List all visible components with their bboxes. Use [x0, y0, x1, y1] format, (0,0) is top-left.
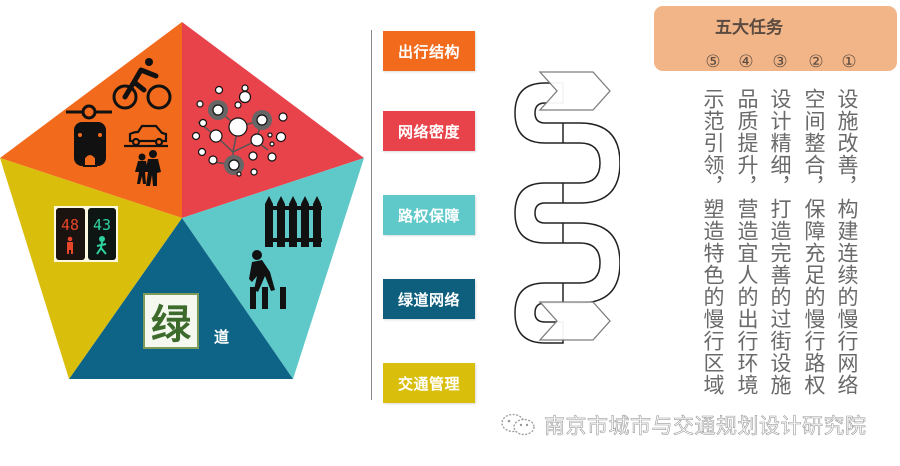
task-3-text: 设计精细，打造完善的过街设施: [768, 88, 792, 396]
vertical-divider: [371, 30, 372, 400]
task-2-text: 空间整合，保障充足的慢行路权: [802, 88, 826, 396]
pedestrian-crossing-icon: [249, 250, 286, 309]
pentagon-diagram: 48 43 绿: [0, 22, 364, 379]
label-network-density: 网络密度: [383, 111, 475, 151]
task-number-2: ②: [808, 52, 824, 72]
task-number-4: ④: [738, 52, 754, 72]
network-nodes-icon: [191, 84, 288, 177]
task-5-text: 示范引领，塑造特色的慢行区域: [701, 88, 725, 396]
pedestrians-icon: [135, 150, 161, 186]
label-right-of-way: 路权保障: [383, 195, 475, 235]
label-traffic-management: 交通管理: [383, 363, 475, 403]
task-number-3: ③: [772, 52, 788, 72]
greenway-char: 绿: [151, 302, 192, 348]
cyclist-icon: [112, 58, 172, 110]
tasks-numbers: ⑤ ④ ③ ② ①: [654, 52, 897, 72]
footer-text: 南京市城市与交通规划设计研究院: [544, 414, 867, 439]
greenway-logo-icon: 绿: [143, 293, 199, 349]
task-number-5: ⑤: [705, 52, 721, 72]
green-countdown: 43: [93, 216, 111, 234]
greenway-dao-text: 道: [214, 328, 230, 346]
segment-traffic-management: [0, 158, 182, 379]
footer-watermark: 南京市城市与交通规划设计研究院: [500, 410, 867, 440]
fence-icon: [265, 196, 322, 247]
serpentine-flow-arrow: [514, 71, 620, 344]
label-travel-structure: 出行结构: [383, 31, 475, 71]
task-number-1: ①: [841, 52, 857, 72]
red-countdown: 48: [61, 216, 79, 234]
top-arrow-icon: [538, 71, 611, 111]
car-icon: [124, 124, 168, 148]
tasks-header: 五大任务 ⑤ ④ ③ ② ①: [654, 6, 897, 72]
bottom-arrow-icon: [538, 301, 611, 341]
wechat-icon: [501, 413, 535, 436]
label-greenway-network: 绿道网络: [383, 279, 475, 319]
scooter-icon: [66, 104, 112, 167]
tasks-title: 五大任务: [715, 18, 783, 38]
pedestrian-signal-icon: 48 43: [54, 206, 118, 262]
task-4-text: 品质提升，营造宜人的出行环境: [735, 88, 759, 396]
task-1-text: 设施改善，构建连续的慢行网络: [835, 88, 859, 396]
